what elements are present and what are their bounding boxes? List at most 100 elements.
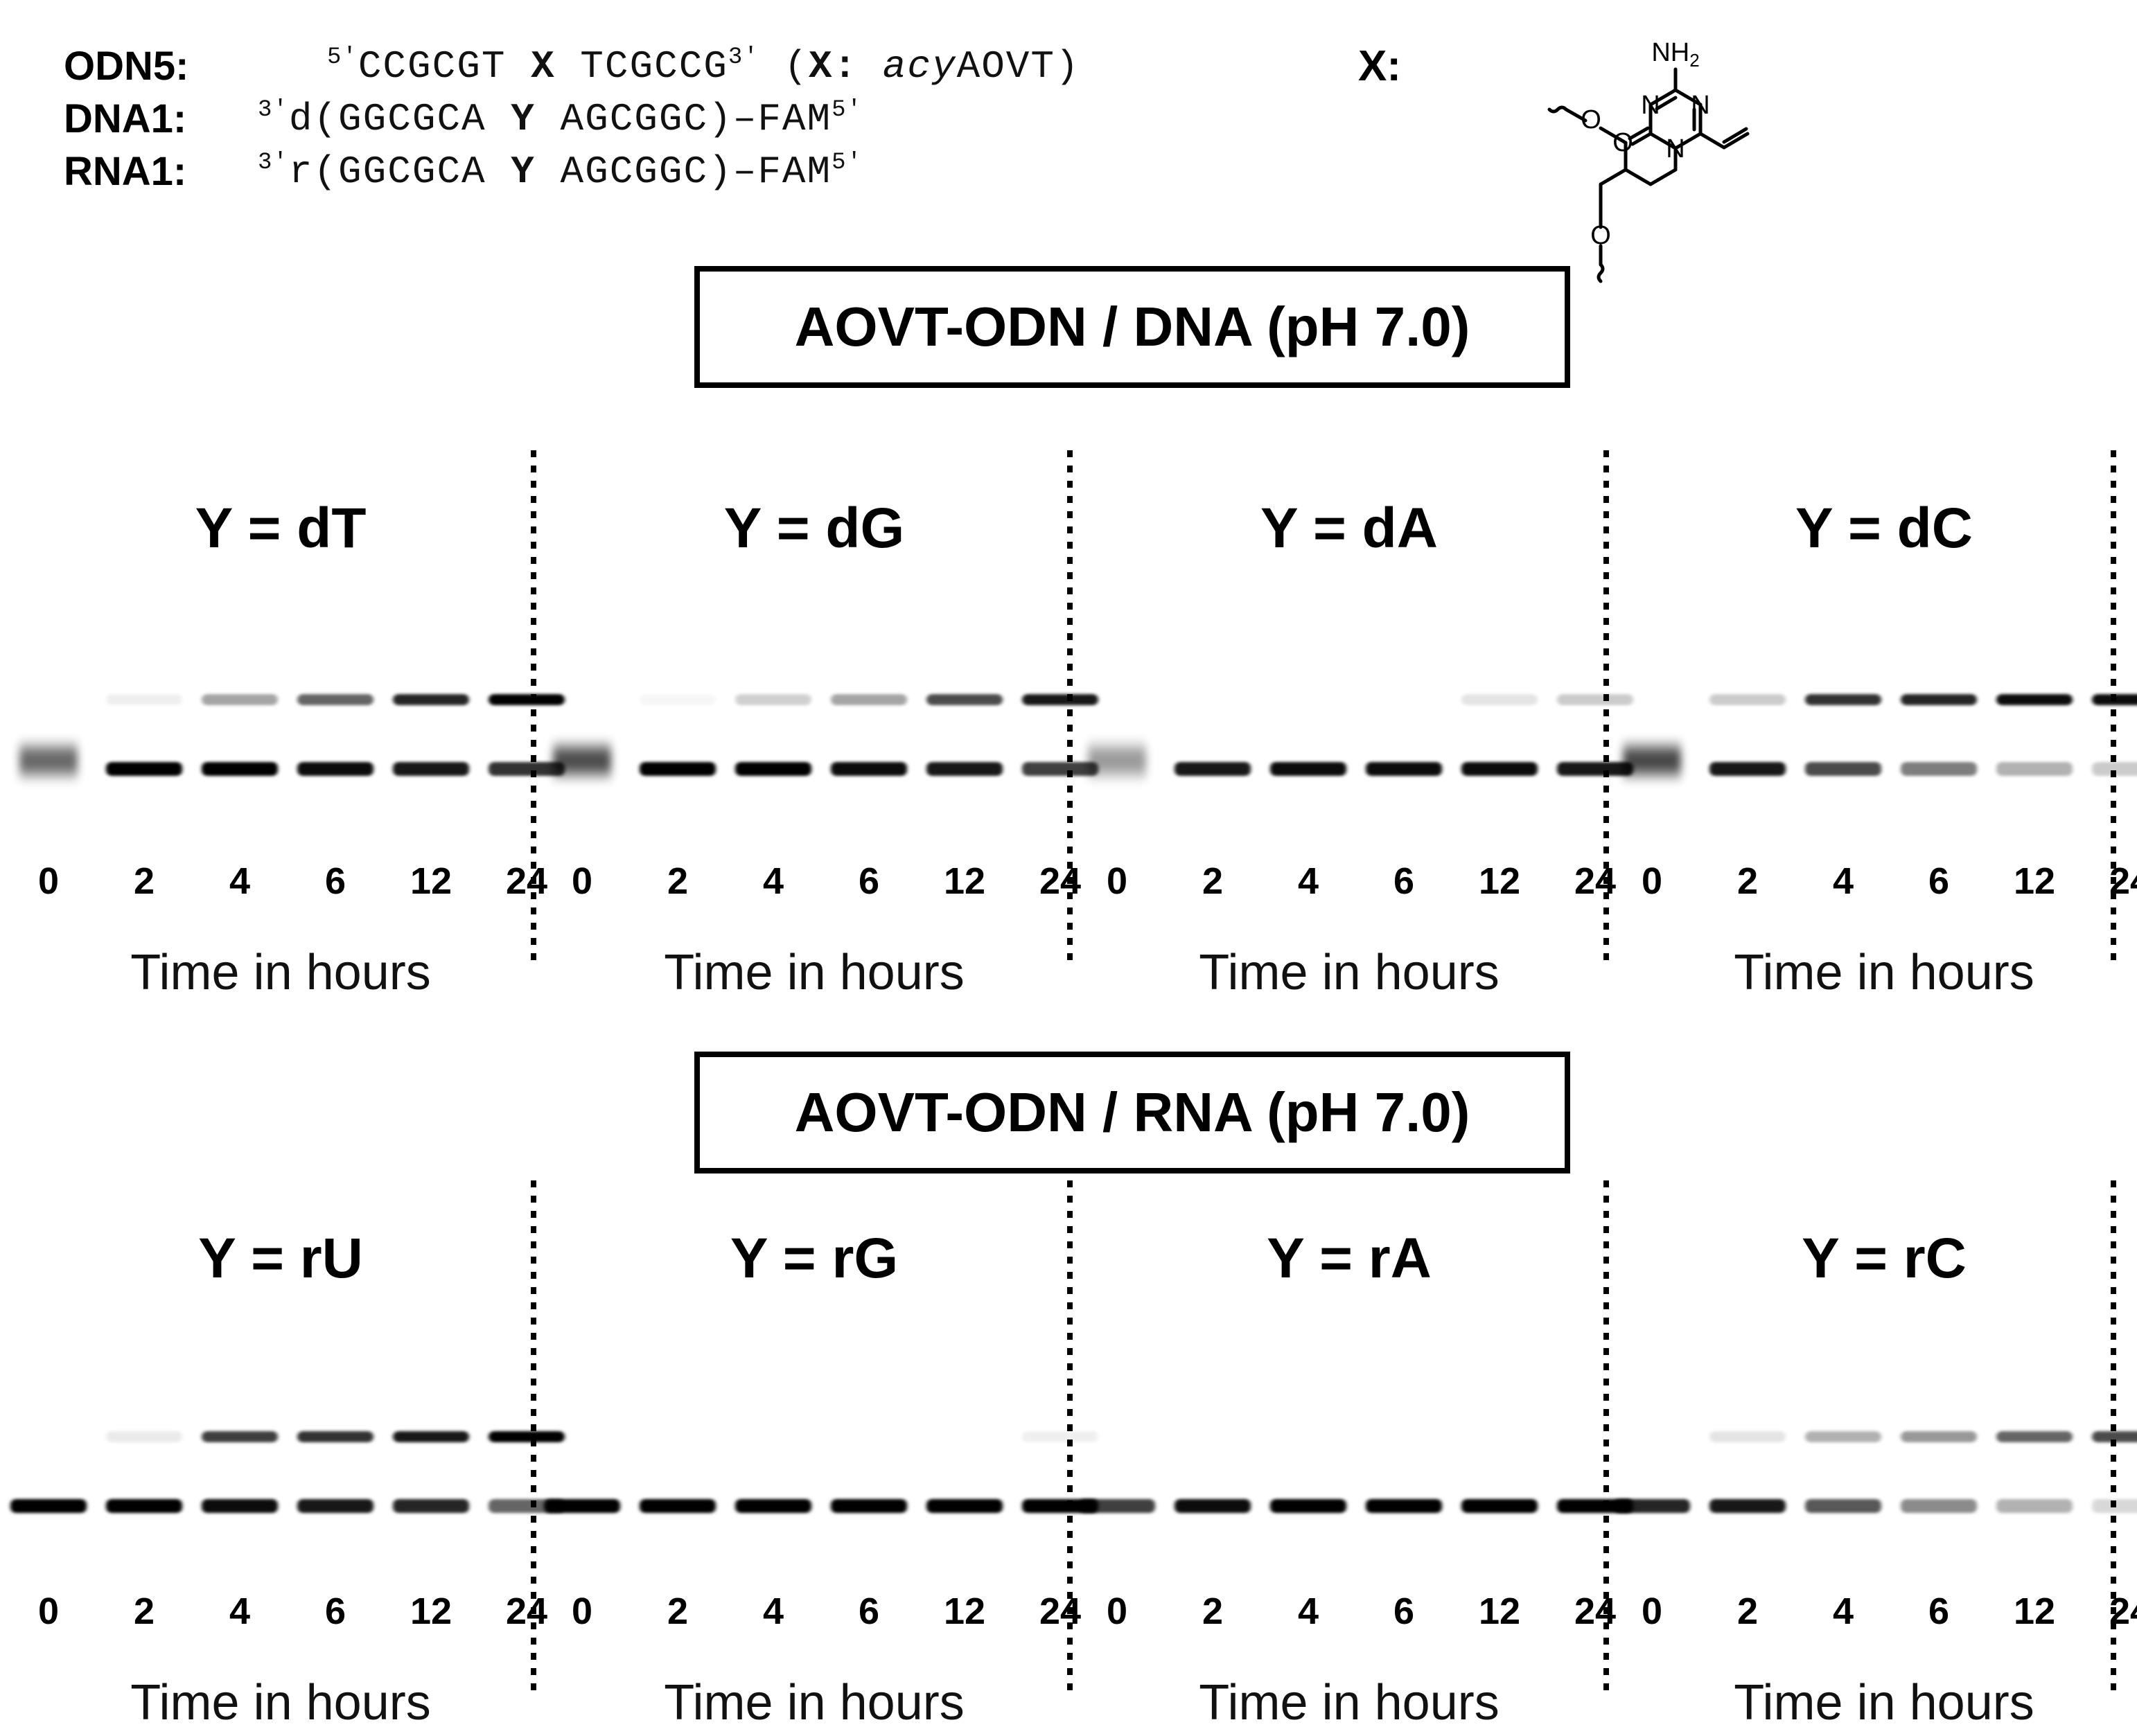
lane-label: 0 xyxy=(572,860,592,902)
gel-band-upper xyxy=(297,1431,373,1442)
gel-band-lower xyxy=(2092,1499,2137,1513)
lane-label: 24 xyxy=(506,1591,547,1632)
time-axis-caption: Time in hours xyxy=(1199,1675,1499,1730)
gel-band-upper xyxy=(1709,1431,1786,1442)
gel-band-lower xyxy=(1175,1499,1251,1513)
lane-label: 0 xyxy=(38,860,59,902)
lane-label: 12 xyxy=(2014,1591,2055,1632)
gel-band-upper xyxy=(489,1431,565,1442)
acyaovt-structure-diagram: NH2 N N N O O O xyxy=(1547,38,1750,283)
gel-band-lower xyxy=(202,762,278,776)
sequence-name: DNA1: xyxy=(64,96,187,141)
lane-label: 24 xyxy=(1039,860,1081,902)
gel-band-lower xyxy=(2092,762,2137,776)
gel-band-lower xyxy=(1270,762,1346,776)
lane-label: 6 xyxy=(325,860,346,902)
gel-band-upper xyxy=(1557,694,1633,705)
lane-label: 24 xyxy=(2109,1591,2137,1632)
lane-label: 2 xyxy=(1202,1591,1223,1632)
gel-band-lower xyxy=(926,762,1003,776)
gel-band-upper xyxy=(1709,694,1786,705)
gel-band-upper xyxy=(106,694,182,705)
lane-label: 24 xyxy=(1574,1591,1616,1632)
gel-band-upper xyxy=(106,1431,182,1442)
lane-label: 0 xyxy=(572,1591,592,1632)
lane-label: 12 xyxy=(410,860,452,902)
lane-label: 6 xyxy=(859,1591,879,1632)
gel-band-upper xyxy=(202,1431,278,1442)
gel-band-lower xyxy=(393,762,469,776)
sequence-name: ODN5: xyxy=(64,44,189,89)
lane-label: 12 xyxy=(944,860,985,902)
ring-n-label: N xyxy=(1641,91,1660,120)
gel-band-upper xyxy=(1901,694,1977,705)
gel-band-upper xyxy=(831,694,907,705)
section-title-rna: AOVT-ODN / RNA (pH 7.0) xyxy=(694,1052,1570,1173)
lane-label: 6 xyxy=(1393,860,1414,902)
gel-band-lower xyxy=(1901,1499,1977,1513)
lane-label: 6 xyxy=(1393,1591,1414,1632)
gel-band-lower xyxy=(1557,1499,1633,1513)
gel-band-lower xyxy=(735,762,811,776)
lane-label: 6 xyxy=(1928,1591,1949,1632)
gel-band-lower xyxy=(1805,1499,1881,1513)
panel-title: Y = rG xyxy=(730,1227,898,1290)
gel-band-upper xyxy=(640,694,716,705)
gel-band-lower xyxy=(297,762,373,776)
sequence-name: RNA1: xyxy=(64,149,187,194)
gel-band-lower xyxy=(1461,1499,1538,1513)
gel-band-upper xyxy=(1805,694,1881,705)
time-axis-caption: Time in hours xyxy=(1199,945,1499,1000)
lane-label: 2 xyxy=(667,860,688,902)
gel-band-lower xyxy=(489,762,565,776)
gel-band-upper xyxy=(393,694,469,705)
sequence-text: 3′d(GGCGCA Y AGCGGC)–FAM5′ xyxy=(258,97,863,141)
lane-label: 24 xyxy=(2109,860,2137,902)
lane-label: 2 xyxy=(1737,1591,1758,1632)
lane-label: 24 xyxy=(1574,860,1616,902)
lane-label: 4 xyxy=(763,860,784,902)
gel-band-upper xyxy=(393,1431,469,1442)
panel-title: Y = dG xyxy=(724,497,905,560)
lane-label: 4 xyxy=(1833,1591,1854,1632)
time-axis-caption: Time in hours xyxy=(130,1675,430,1730)
gel-band-lower xyxy=(640,762,716,776)
section-title-dna: AOVT-ODN / DNA (pH 7.0) xyxy=(694,266,1570,388)
time-axis-caption: Time in hours xyxy=(664,945,964,1000)
gel-band-upper xyxy=(1996,1431,2073,1442)
gel-band-lower xyxy=(1366,1499,1442,1513)
gel-band-lower xyxy=(10,1499,87,1513)
gel-band-lower xyxy=(1805,762,1881,776)
gel-band-lower xyxy=(1175,762,1251,776)
lane-label: 4 xyxy=(229,860,250,902)
gel-band-upper xyxy=(1901,1431,1977,1442)
lane-label: 4 xyxy=(1298,1591,1319,1632)
lane-label: 24 xyxy=(506,860,547,902)
panel-title: Y = dT xyxy=(195,497,367,560)
lane-label: 0 xyxy=(1642,1591,1662,1632)
gel-band-upper xyxy=(1805,1431,1881,1442)
panel-title: Y = rU xyxy=(198,1227,363,1290)
gel-band-lower xyxy=(1996,762,2073,776)
structure-label: X: xyxy=(1358,42,1401,90)
ring-n-label: N xyxy=(1691,91,1709,120)
gel-band-upper xyxy=(2092,694,2137,705)
lane-label: 12 xyxy=(1479,1591,1520,1632)
gel-band-lower xyxy=(202,1499,278,1513)
gel-band-lower xyxy=(1557,762,1633,776)
lane-label: 2 xyxy=(134,1591,155,1632)
nh2-label: NH2 xyxy=(1651,38,1699,71)
lane-label: 2 xyxy=(667,1591,688,1632)
lane-label: 4 xyxy=(763,1591,784,1632)
lane-label: 12 xyxy=(2014,860,2055,902)
gel-band-lower xyxy=(1709,1499,1786,1513)
gel-band-lower xyxy=(1022,762,1098,776)
gel-band-upper xyxy=(489,694,565,705)
gel-band-lower xyxy=(1270,1499,1346,1513)
gel-band-lower xyxy=(393,1499,469,1513)
sequence-text: 5′CCGCGT X TCGCCG3′ (X: acyAOVT) xyxy=(327,44,1080,89)
gel-band-lower xyxy=(106,762,182,776)
gel-band-upper xyxy=(297,694,373,705)
gel-band-lower xyxy=(735,1499,811,1513)
carbonyl-o-label: O xyxy=(1612,128,1633,157)
